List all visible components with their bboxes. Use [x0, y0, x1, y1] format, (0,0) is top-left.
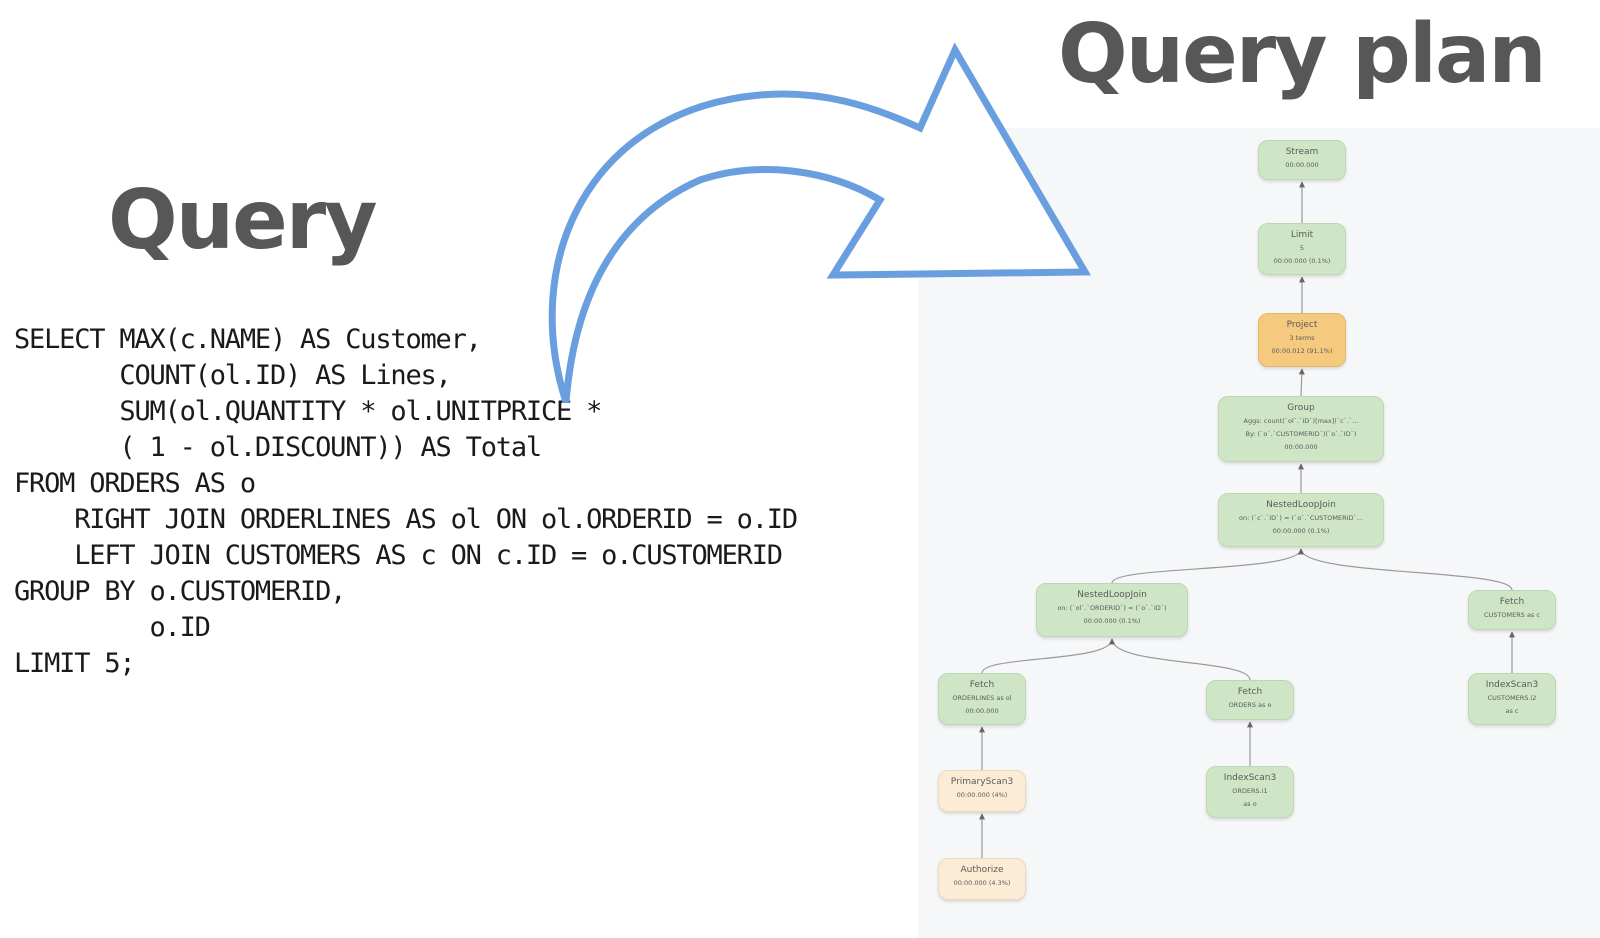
sql-line: o.ID — [14, 612, 210, 643]
plan-edge — [1109, 638, 1251, 681]
plan-node-title: Group — [1287, 403, 1315, 413]
plan-edge — [1111, 548, 1304, 584]
plan-node-title: IndexScan3 — [1223, 773, 1277, 783]
sql-line: LIMIT 5; — [14, 648, 136, 679]
sql-query-code: SELECT MAX(c.NAME) AS Customer, COUNT(ol… — [14, 322, 798, 682]
sql-line: GROUP BY o.CUSTOMERID, — [14, 576, 346, 607]
plan-node-title: Fetch — [969, 680, 995, 690]
query-heading: Query — [108, 173, 378, 268]
sql-line: SUM(ol.QUANTITY * ol.UNITPRICE * — [14, 396, 602, 427]
plan-node-title: NestedLoopJoin — [1266, 500, 1336, 510]
plan-node-title: PrimaryScan3 — [950, 777, 1014, 787]
query-plan-heading: Query plan — [1058, 7, 1547, 102]
plan-edges — [979, 181, 1515, 858]
sql-line: ( 1 - ol.DISCOUNT)) AS Total — [14, 432, 542, 463]
plan-edge — [1298, 548, 1513, 591]
plan-node-title: Authorize — [960, 865, 1004, 875]
plan-node-title: Fetch — [1237, 687, 1263, 697]
plan-node-title: Project — [1286, 320, 1318, 330]
plan-node-title: IndexScan3 — [1485, 680, 1539, 690]
sql-line: COUNT(ol.ID) AS Lines, — [14, 360, 451, 391]
plan-node-title: NestedLoopJoin — [1077, 590, 1147, 600]
plan-edge — [1298, 368, 1305, 397]
sql-line: RIGHT JOIN ORDERLINES AS ol ON ol.ORDERI… — [14, 504, 798, 535]
curved-arrow-shape — [548, 42, 1092, 404]
sql-line: FROM ORDERS AS o — [14, 468, 256, 499]
plan-node-title: Stream — [1285, 147, 1319, 157]
plan-node-title: Fetch — [1499, 597, 1525, 607]
sql-line: SELECT MAX(c.NAME) AS Customer, — [14, 324, 482, 355]
plan-node-title: Limit — [1290, 230, 1314, 240]
sql-line: LEFT JOIN CUSTOMERS AS c ON c.ID = o.CUS… — [14, 540, 783, 571]
plan-edge — [981, 638, 1115, 674]
